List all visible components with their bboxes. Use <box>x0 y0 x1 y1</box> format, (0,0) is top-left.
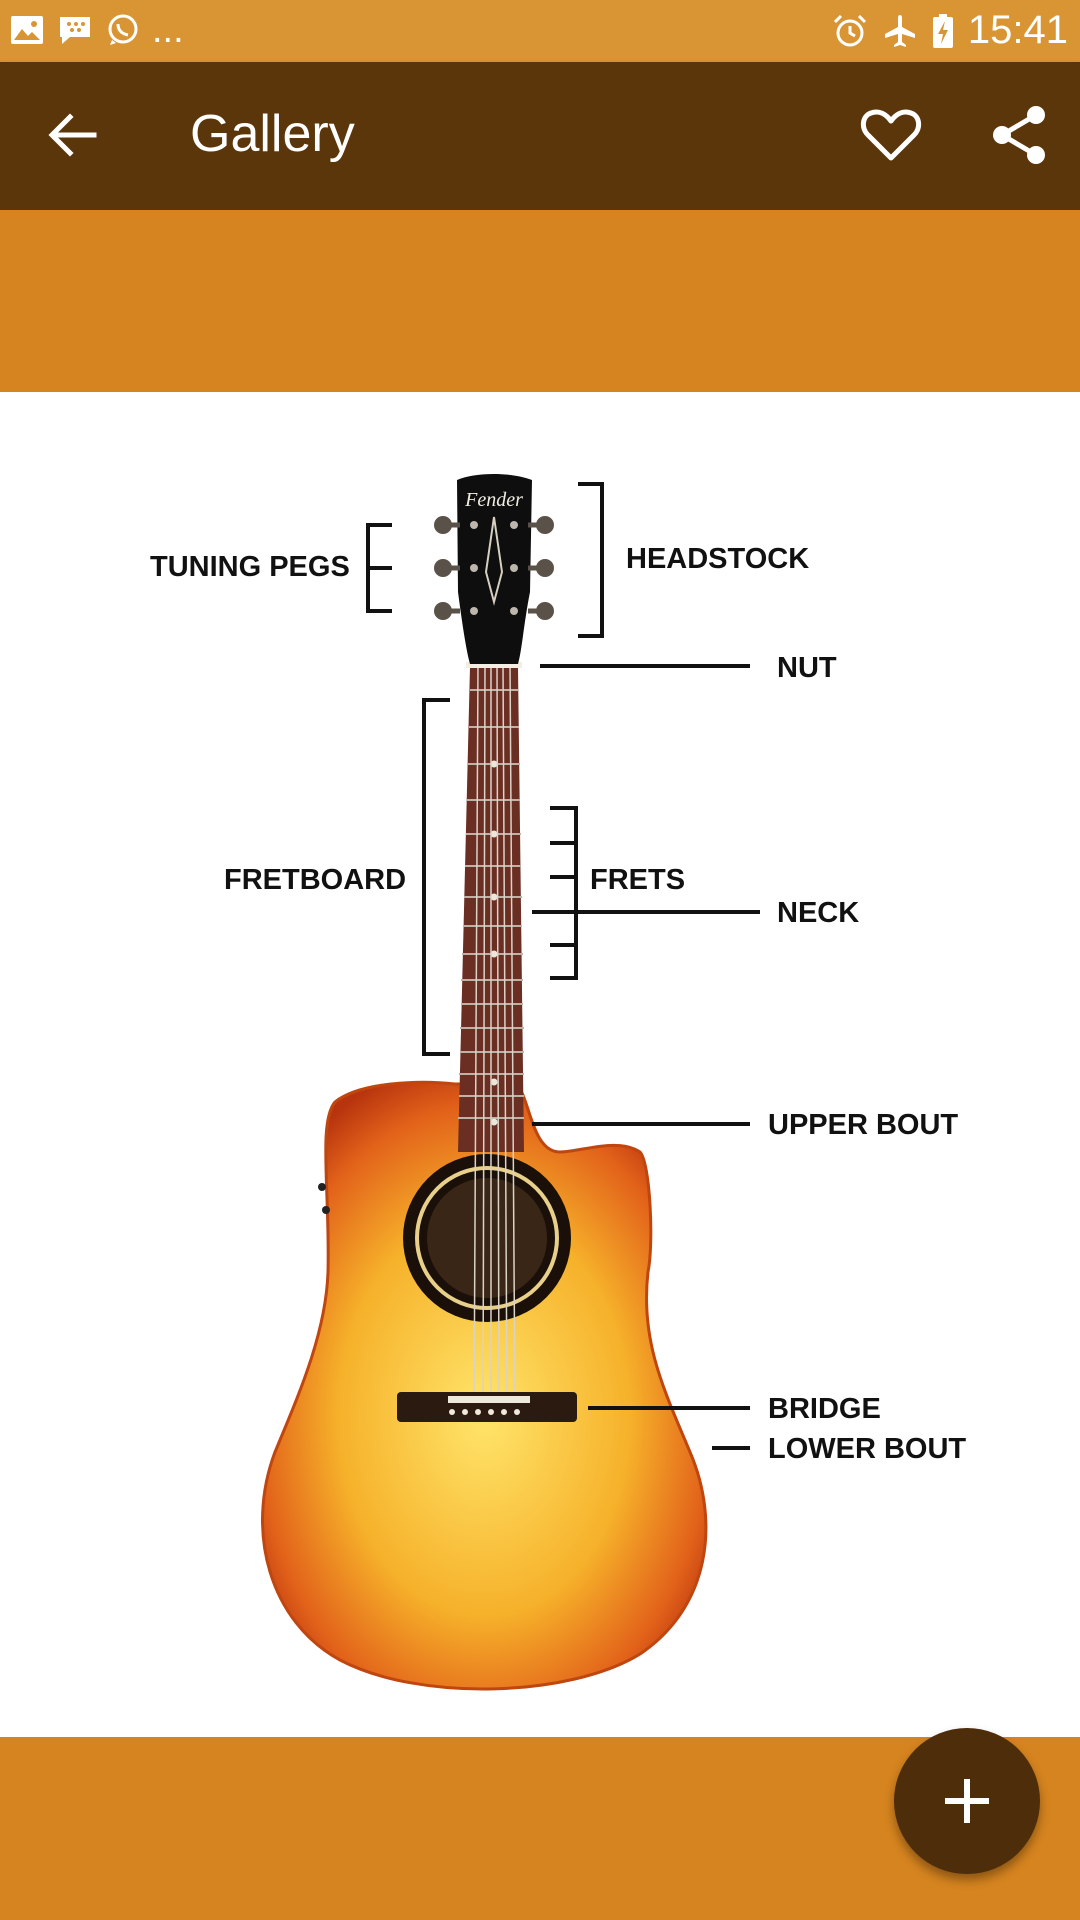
alarm-icon <box>833 14 866 46</box>
status-bar: ... 15:41 <box>0 0 1080 62</box>
share-button[interactable] <box>986 102 1052 168</box>
nut <box>466 662 522 668</box>
bridge <box>397 1392 577 1422</box>
whatsapp-icon <box>108 14 138 45</box>
guitar-body <box>261 1080 708 1691</box>
label-headstock: HEADSTOCK <box>626 543 809 575</box>
banner-area <box>0 210 1080 392</box>
label-lower-bout: LOWER BOUT <box>768 1433 966 1465</box>
svg-text:Fender: Fender <box>464 489 523 511</box>
label-nut: NUT <box>777 652 837 684</box>
status-right-icons: 15:41 <box>832 8 1068 53</box>
gallery-icon <box>11 16 43 44</box>
label-neck: NECK <box>777 897 859 929</box>
label-frets: FRETS <box>590 864 685 896</box>
heart-outline-icon <box>861 109 921 161</box>
share-icon <box>993 106 1045 164</box>
status-time: 15:41 <box>967 8 1068 52</box>
airplane-mode-icon <box>884 14 915 47</box>
add-fab-button[interactable] <box>894 1728 1040 1874</box>
guitar-diagram: Fender <box>150 474 966 1691</box>
back-arrow-icon <box>48 113 97 157</box>
status-overflow: ... <box>152 9 184 51</box>
label-upper-bout: UPPER BOUT <box>768 1109 958 1141</box>
status-left-icons: ... <box>10 10 184 50</box>
gallery-image[interactable]: Fender <box>0 392 1080 1737</box>
sound-hole <box>427 1178 547 1298</box>
battery-charging-icon <box>932 13 953 48</box>
back-button[interactable] <box>40 102 106 168</box>
label-fretboard: FRETBOARD <box>224 864 406 896</box>
label-bridge: BRIDGE <box>768 1393 881 1425</box>
page-title: Gallery <box>190 105 355 163</box>
label-tuning-pegs: TUNING PEGS <box>150 551 350 583</box>
bbm-icon <box>60 17 90 44</box>
app-bar: Gallery <box>0 62 1080 210</box>
plus-icon <box>945 1779 989 1823</box>
favorite-button[interactable] <box>858 102 924 168</box>
